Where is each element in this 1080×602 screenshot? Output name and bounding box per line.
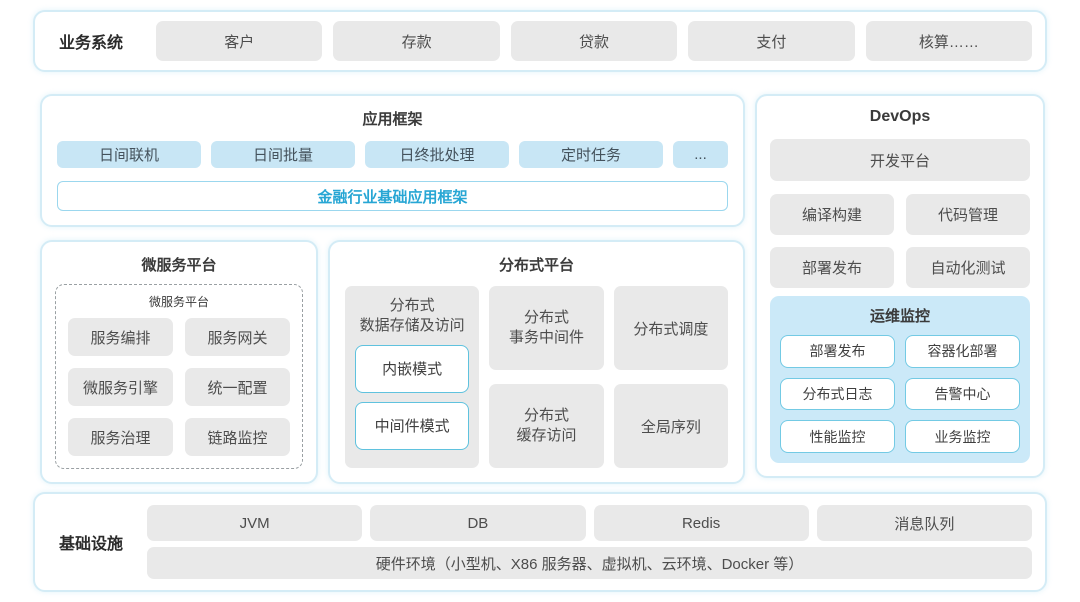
infrastructure-label: 基础设施 <box>58 536 123 553</box>
ops-monitoring-title: 运维监控 <box>869 308 930 325</box>
business-system-item-loan: 贷款 <box>510 21 678 61</box>
devops-section: DevOps 开发平台 编译构建 代码管理 部署发布 自动化测试 运维监控 部署… <box>755 94 1045 478</box>
app-framework-title: 应用框架 <box>362 111 423 128</box>
microservice-item-tracing: 链路监控 <box>185 418 290 456</box>
microservice-item-governance: 服务治理 <box>68 418 173 456</box>
storage-mode-embedded: 内嵌模式 <box>355 344 470 393</box>
app-module-daytime-online: 日间联机 <box>57 141 201 169</box>
microservice-platform-title: 微服务平台 <box>141 257 217 274</box>
distributed-platform-section: 分布式平台 分布式 数据存储及访问 内嵌模式 中间件模式 分布式 事务中间件 分… <box>328 240 745 484</box>
infra-item-jvm: JVM <box>147 505 363 542</box>
monitor-item-alert-center: 告警中心 <box>905 377 1020 411</box>
app-module-daytime-batch: 日间批量 <box>211 141 355 169</box>
infra-item-redis: Redis <box>593 505 809 542</box>
devops-dev-platform: 开发平台 <box>770 139 1030 181</box>
monitor-item-container-deploy: 容器化部署 <box>905 335 1020 368</box>
microservice-item-config: 统一配置 <box>185 368 290 406</box>
business-systems-label: 业务系统 <box>58 35 123 52</box>
hardware-environment-bar: 硬件环境（小型机、X86 服务器、虚拟机、云环境、Docker 等） <box>147 547 1032 579</box>
app-framework-modules: 日间联机 日间批量 日终批处理 定时任务 ... <box>57 141 728 169</box>
devops-tool-build: 编译构建 <box>770 194 894 235</box>
storage-mode-middleware: 中间件模式 <box>355 401 470 450</box>
infrastructure-row: JVM DB Redis 消息队列 <box>147 505 1032 542</box>
ops-monitoring-panel: 运维监控 部署发布 容器化部署 分布式日志 告警中心 性能监控 业务监控 <box>770 296 1030 463</box>
business-system-item-deposit: 存款 <box>333 21 500 61</box>
microservice-items-grid: 服务编排 服务网关 微服务引擎 统一配置 服务治理 链路监控 <box>68 318 290 456</box>
distributed-platform-title: 分布式平台 <box>498 257 574 274</box>
app-module-more: ... <box>673 141 728 169</box>
devops-tool-auto-test: 自动化测试 <box>906 247 1030 288</box>
middle-left-column: 应用框架 日间联机 日间批量 日终批处理 定时任务 ... 金融行业基础应用框架… <box>40 94 745 484</box>
app-framework-section: 应用框架 日间联机 日间批量 日终批处理 定时任务 ... 金融行业基础应用框架 <box>40 94 745 227</box>
devops-tool-deploy: 部署发布 <box>770 247 894 288</box>
infra-item-db: DB <box>370 505 586 542</box>
distributed-middle-column: 分布式 事务中间件 分布式 缓存访问 <box>489 286 604 468</box>
platforms-row: 微服务平台 微服务平台 服务编排 服务网关 微服务引擎 统一配置 服务治理 链路… <box>40 240 745 484</box>
monitor-item-deploy: 部署发布 <box>780 335 895 368</box>
infrastructure-section: 基础设施 JVM DB Redis 消息队列 硬件环境（小型机、X86 服务器、… <box>33 492 1047 592</box>
business-system-item-payment: 支付 <box>688 21 855 61</box>
infra-item-mq: 消息队列 <box>816 505 1032 542</box>
distributed-transaction-cell: 分布式 事务中间件 <box>489 286 604 370</box>
microservice-inner-label: 微服务平台 <box>148 295 209 309</box>
devops-title: DevOps <box>869 108 931 125</box>
microservice-item-engine: 微服务引擎 <box>68 368 173 406</box>
distributed-cache-cell: 分布式 缓存访问 <box>489 384 604 468</box>
microservice-item-orchestration: 服务编排 <box>68 318 173 356</box>
business-systems-section: 业务系统 客户 存款 贷款 支付 核算…… <box>33 10 1047 72</box>
app-module-scheduled-tasks: 定时任务 <box>519 141 663 169</box>
business-system-item-customer: 客户 <box>156 21 323 61</box>
microservice-item-gateway: 服务网关 <box>185 318 290 356</box>
distributed-scheduling-cell: 分布式调度 <box>613 286 728 370</box>
monitor-item-biz-monitor: 业务监控 <box>905 420 1020 453</box>
business-systems-row: 客户 存款 贷款 支付 核算…… <box>156 21 1033 61</box>
middle-zone: 应用框架 日间联机 日间批量 日终批处理 定时任务 ... 金融行业基础应用框架… <box>40 94 1045 484</box>
distributed-right-column: 分布式调度 全局序列 <box>613 286 728 468</box>
distributed-grid: 分布式 数据存储及访问 内嵌模式 中间件模式 分布式 事务中间件 分布式 缓存访… <box>345 286 728 468</box>
devops-tools-grid: 编译构建 代码管理 部署发布 自动化测试 <box>770 194 1030 288</box>
monitor-item-perf-monitor: 性能监控 <box>780 420 895 453</box>
ops-monitoring-grid: 部署发布 容器化部署 分布式日志 告警中心 性能监控 业务监控 <box>780 335 1020 453</box>
devops-tool-code-mgmt: 代码管理 <box>906 194 1030 235</box>
distributed-storage-label: 分布式 数据存储及访问 <box>359 297 465 335</box>
global-sequence-cell: 全局序列 <box>613 384 728 468</box>
microservice-platform-section: 微服务平台 微服务平台 服务编排 服务网关 微服务引擎 统一配置 服务治理 链路… <box>40 240 318 484</box>
app-module-eod-batch: 日终批处理 <box>365 141 509 169</box>
base-framework-banner: 金融行业基础应用框架 <box>57 181 728 211</box>
business-system-item-accounting: 核算…… <box>865 21 1033 61</box>
distributed-storage-cell: 分布式 数据存储及访问 内嵌模式 中间件模式 <box>345 286 480 468</box>
microservice-inner-box: 微服务平台 服务编排 服务网关 微服务引擎 统一配置 服务治理 链路监控 <box>55 284 303 469</box>
monitor-item-dist-logs: 分布式日志 <box>780 377 895 411</box>
infrastructure-content: JVM DB Redis 消息队列 硬件环境（小型机、X86 服务器、虚拟机、云… <box>147 505 1032 579</box>
